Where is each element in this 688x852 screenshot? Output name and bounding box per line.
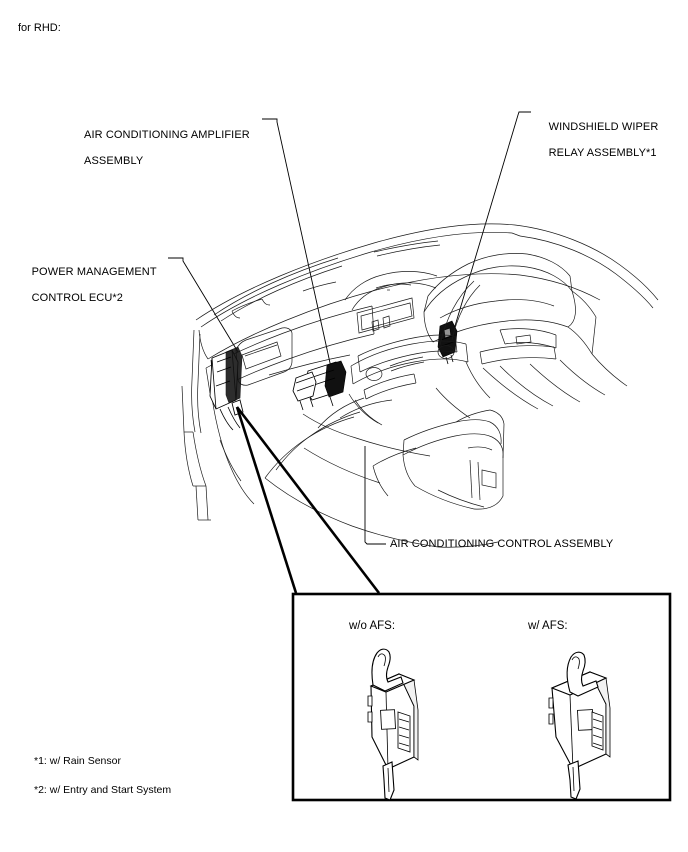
callout-line-2: RELAY ASSEMBLY*1 xyxy=(548,147,657,159)
page-title: for RHD: xyxy=(18,22,61,34)
inset-caption-with-afs: w/ AFS: xyxy=(528,620,568,632)
ecu-detail-without-afs xyxy=(367,648,419,801)
callout-line-2: CONTROL ECU*2 xyxy=(31,292,123,304)
footnote-2: *2: w/ Entry and Start System xyxy=(34,784,172,796)
callout-label-air-conditioning-amplifier-assembly: AIR CONDITIONING AMPLIFIER ASSEMBLY xyxy=(72,116,250,181)
callout-line-1: POWER MANAGEMENT xyxy=(31,266,157,278)
inset-caption-without-afs: w/o AFS: xyxy=(349,620,396,632)
air-conditioning-amplifier-assembly-component xyxy=(292,360,347,411)
callout-line-1: AIR CONDITIONING AMPLIFIER xyxy=(84,129,250,141)
callout-label-power-management-control-ecu: POWER MANAGEMENT CONTROL ECU*2 xyxy=(19,253,157,318)
callout-label-air-conditioning-control-assembly: AIR CONDITIONING CONTROL ASSEMBLY xyxy=(390,538,614,550)
footnote-1: *1: w/ Rain Sensor xyxy=(34,755,121,767)
power-management-control-ecu-component xyxy=(209,346,244,431)
leader-line-power-management-ecu xyxy=(168,257,239,353)
leader-line-windshield-wiper-relay xyxy=(451,111,531,337)
detail-zoom-cone xyxy=(235,406,381,594)
leader-line-air-conditioning-amplifier xyxy=(262,118,333,373)
instrument-panel-drawing xyxy=(181,223,659,548)
leader-line-air-conditioning-control xyxy=(364,446,386,545)
callout-label-windshield-wiper-relay-assembly: WINDSHIELD WIPER RELAY ASSEMBLY*1 xyxy=(536,108,659,173)
callout-line-1: WINDSHIELD WIPER xyxy=(548,121,659,133)
air-conditioning-control-assembly-component xyxy=(350,334,469,400)
callout-line-2: ASSEMBLY xyxy=(84,155,144,167)
detail-inset-box xyxy=(291,592,672,802)
ecu-detail-with-afs xyxy=(548,651,611,800)
